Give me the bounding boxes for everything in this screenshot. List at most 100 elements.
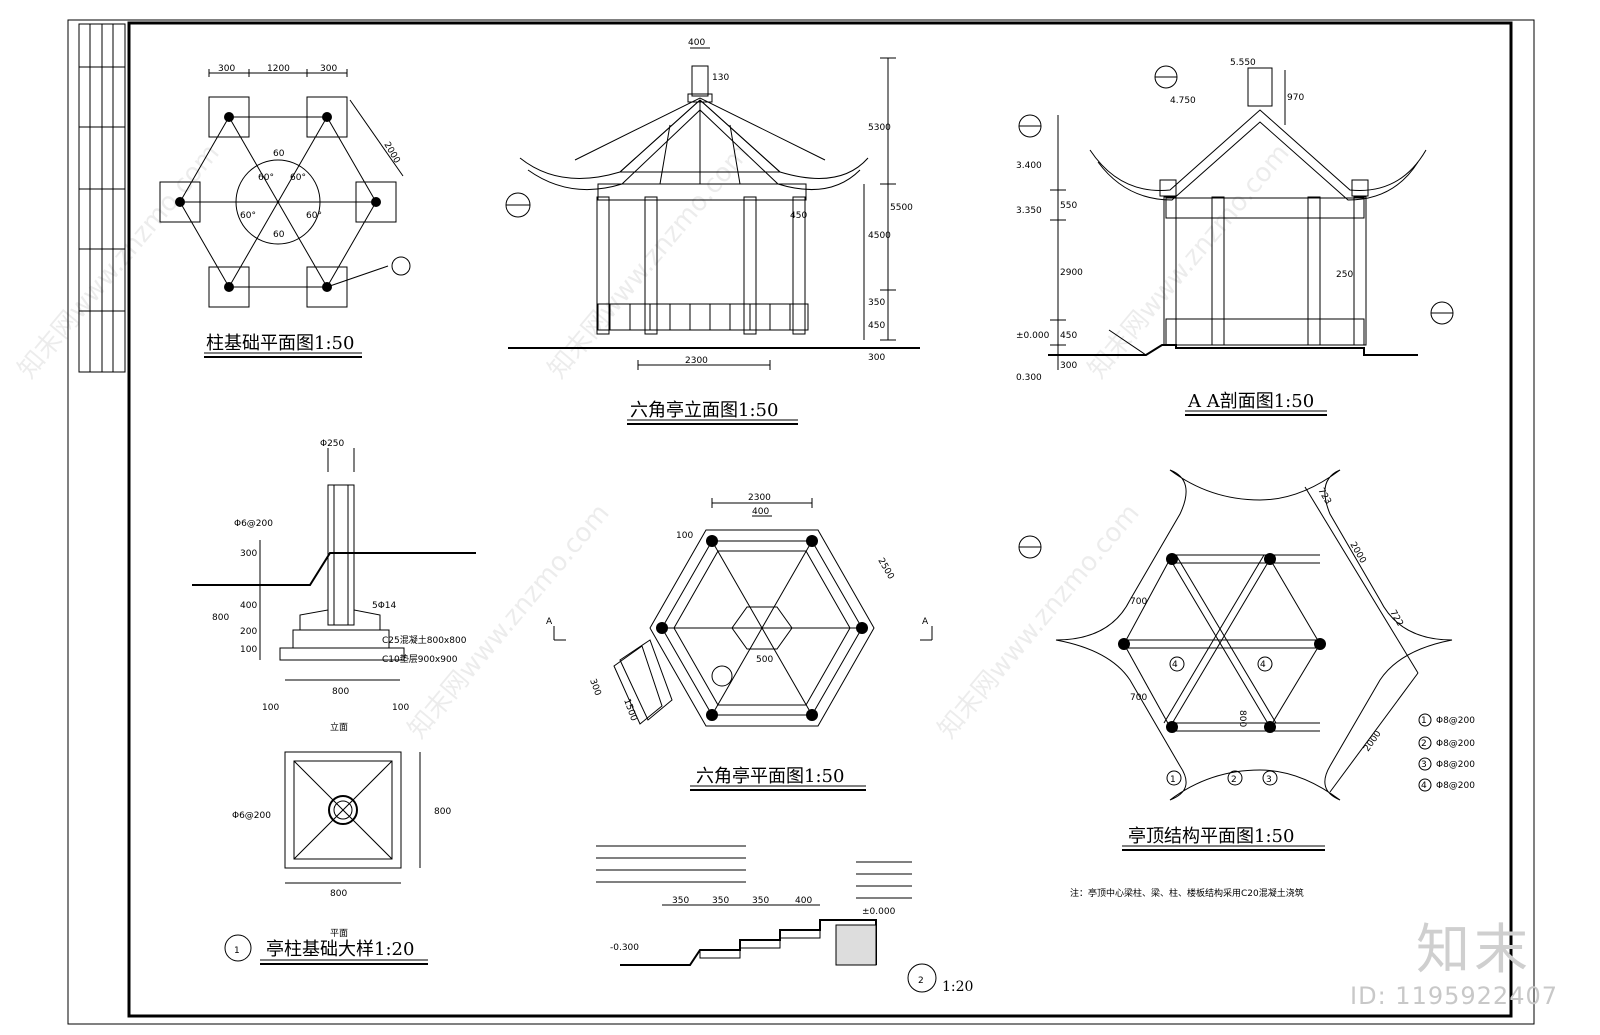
title-floor-plan: 六角亭平面图1:50	[696, 766, 844, 787]
cushion-label: C10垫层900x900	[382, 653, 458, 665]
legend-rebar-2: Φ8@200	[1436, 739, 1475, 749]
dim-5500: 5500	[890, 203, 913, 213]
step-350: 350	[672, 896, 689, 906]
brand-id: ID: 1195922407	[1350, 982, 1558, 1010]
roof-marker-2: 2	[1231, 775, 1237, 785]
rebar-label: Φ6@200	[232, 811, 271, 821]
dim-col: Φ250	[320, 439, 345, 449]
dim-2000: 2000	[381, 141, 401, 166]
concrete-label: C25混凝土800x800	[382, 634, 467, 646]
dim-width: 800	[332, 687, 349, 697]
legend-marker-1: 1	[1421, 716, 1427, 726]
pavilion-elevation	[505, 47, 920, 425]
level-5550: 5.550	[1230, 58, 1256, 68]
dim-1200: 1200	[267, 64, 290, 74]
title-roof-plan: 亭顶结构平面图1:50	[1128, 826, 1294, 847]
dim-450-beam: 450	[790, 211, 807, 221]
dim-800: 800	[1237, 710, 1247, 727]
dim-5300: 5300	[868, 123, 891, 133]
detail-marker-2: 2	[918, 976, 924, 986]
dim-300-left: 300	[218, 64, 235, 74]
dim-1500: 1500	[621, 698, 638, 723]
footing-detail	[192, 448, 476, 965]
dim-edge: 100	[262, 703, 279, 713]
legend-rebar-3: Φ8@200	[1436, 760, 1475, 770]
roof-marker-3: 3	[1266, 775, 1272, 785]
angle-label: 60	[273, 149, 285, 159]
level-4750: 4.750	[1170, 96, 1196, 106]
dim-500: 500	[756, 655, 773, 665]
outer-frame	[67, 19, 1535, 1025]
dim-200: 200	[240, 627, 257, 637]
legend-rebar-1: Φ8@200	[1436, 716, 1475, 726]
dim-300: 300	[587, 678, 602, 698]
dim-2000: 2000	[1362, 729, 1383, 754]
legend-rebar-4: Φ8@200	[1436, 781, 1475, 791]
watermark: 知末网www.znzmo.com	[12, 138, 225, 384]
watermark: 知末网www.znzmo.com	[402, 498, 615, 744]
dim-350: 350	[868, 298, 885, 308]
dim-400: 400	[688, 38, 705, 48]
level-zero: ±0.000	[1016, 331, 1050, 341]
step-detail	[596, 845, 937, 993]
dim-300-right: 300	[320, 64, 337, 74]
title-section: A A剖面图1:50	[1187, 391, 1314, 412]
dim-550: 550	[1060, 201, 1077, 211]
dim-450: 450	[1060, 331, 1077, 341]
dim-400: 400	[240, 601, 257, 611]
dim-970: 970	[1287, 93, 1304, 103]
roof-marker-1: 1	[1170, 775, 1176, 785]
dim-800: 800	[212, 613, 229, 623]
dim-722: 722	[1387, 609, 1404, 629]
dim-300: 300	[240, 549, 257, 559]
rebar-label: 5Φ14	[372, 601, 397, 611]
dim-edge: 100	[392, 703, 409, 713]
dim-700: 700	[1130, 597, 1147, 607]
title-footing-detail: 亭柱基础大样1:20	[266, 939, 414, 960]
dim-2500: 2500	[875, 557, 895, 582]
legend-marker-2: 2	[1421, 739, 1427, 749]
step-level: ±0.000	[862, 907, 896, 917]
roof-marker-4: 4	[1172, 660, 1178, 670]
inner-frame	[127, 21, 1513, 1018]
legend-marker-3: 3	[1421, 760, 1427, 770]
angle-label: 60	[273, 230, 285, 240]
dim-800: 800	[434, 807, 451, 817]
legend-marker-4: 4	[1421, 781, 1427, 791]
angle-label: 60°	[258, 173, 274, 183]
dim-400: 400	[752, 507, 769, 517]
level-3350: 3.350	[1016, 206, 1042, 216]
dim-2900: 2900	[1060, 268, 1083, 278]
roof-note: 注：亭顶中心梁柱、梁、柱、楼板结构采用C20混凝土浇筑	[1070, 887, 1304, 899]
roof-structure-plan	[1018, 469, 1453, 851]
dim-4500: 4500	[868, 231, 891, 241]
subtitle-elevation: 立面	[330, 721, 348, 733]
angle-label: 60°	[290, 173, 306, 183]
dim-300: 300	[868, 353, 885, 363]
level-minus: 0.300	[1016, 373, 1042, 383]
angle-label: 60°	[240, 211, 256, 221]
title-column-plan: 柱基础平面图1:50	[206, 333, 354, 354]
column-foundation-plan	[159, 69, 411, 358]
brand-logo: 知末	[1416, 918, 1532, 981]
dim-100: 100	[240, 645, 257, 655]
pavilion-section	[1018, 65, 1454, 416]
angle-label: 60°	[306, 211, 322, 221]
detail-marker-1: 1	[234, 946, 240, 956]
rebar-label: Φ6@200	[234, 519, 273, 529]
dim-edge: 100	[676, 531, 693, 541]
dim-2300: 2300	[685, 356, 708, 366]
side-title-block	[78, 23, 126, 373]
dim-300: 300	[1060, 361, 1077, 371]
step-scale: 1:20	[942, 979, 973, 995]
dim-800: 800	[330, 889, 347, 899]
title-elevation: 六角亭立面图1:50	[630, 400, 778, 421]
step-350: 350	[712, 896, 729, 906]
dim-450: 450	[868, 321, 885, 331]
section-mark-right: A	[922, 617, 929, 627]
roof-marker-4: 4	[1260, 660, 1266, 670]
pavilion-floor-plan	[553, 498, 933, 791]
dim-2300: 2300	[748, 493, 771, 503]
dim-723: 723	[1315, 487, 1332, 507]
